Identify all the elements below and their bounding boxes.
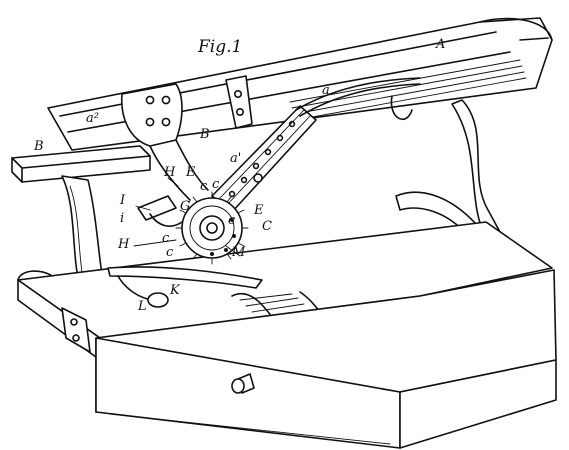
upper-bracket xyxy=(120,83,209,201)
right-frame xyxy=(395,99,501,239)
label-c3: c xyxy=(228,213,236,228)
label-K: K xyxy=(169,283,181,298)
label-A: A xyxy=(435,37,445,52)
label-L: L xyxy=(137,299,147,314)
label-B-left: B xyxy=(33,139,44,154)
labels: Fig.1 A a a² B B a' H E c c I i G E C c … xyxy=(33,37,445,314)
label-c2: c xyxy=(212,177,220,192)
label-H-low: H xyxy=(117,237,130,252)
toothed-wheel xyxy=(175,191,249,265)
label-c5: c xyxy=(166,245,174,260)
lever-i xyxy=(137,195,183,227)
lever-k xyxy=(107,266,263,308)
label-G: G xyxy=(180,199,190,214)
label-c4: c xyxy=(162,231,170,246)
label-B-mid: B xyxy=(199,127,210,142)
label-E-right: E xyxy=(253,203,264,218)
leader-lines xyxy=(133,177,241,257)
label-a: a xyxy=(322,83,330,98)
label-M: M xyxy=(231,245,246,260)
label-a2: a² xyxy=(86,111,99,126)
label-i: i xyxy=(120,211,124,226)
label-a-prime: a' xyxy=(230,151,241,166)
label-C-right: C xyxy=(262,219,272,234)
label-E-top: E xyxy=(185,165,196,180)
right-bracket xyxy=(225,75,253,129)
figure-title: Fig.1 xyxy=(197,37,242,57)
label-H-top: H xyxy=(163,165,176,180)
label-c1: c xyxy=(200,179,208,194)
front-block xyxy=(61,269,557,449)
label-I: I xyxy=(119,193,126,208)
bar-b xyxy=(11,145,151,183)
